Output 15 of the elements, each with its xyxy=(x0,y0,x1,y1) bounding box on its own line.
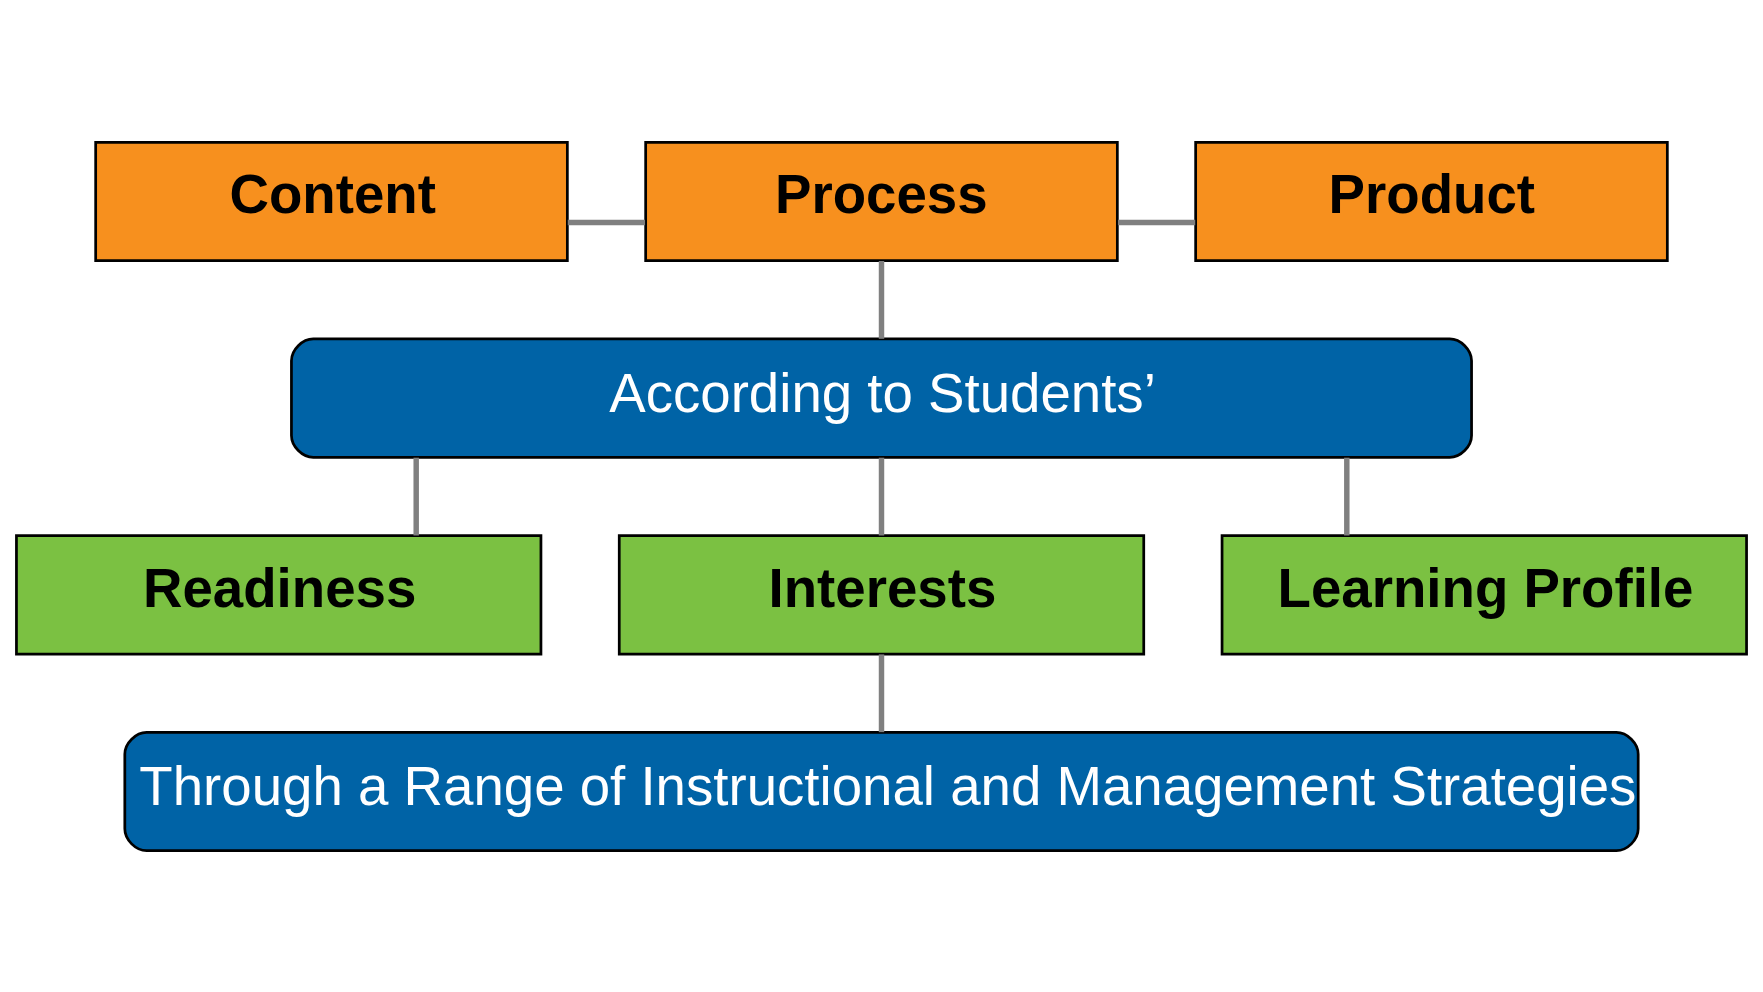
connector xyxy=(567,219,646,225)
connector xyxy=(1117,219,1196,225)
connector xyxy=(1344,457,1350,535)
node-box: Product xyxy=(1194,140,1669,262)
connector xyxy=(878,653,885,732)
node-box: Through a Range of Instructional and Management Strategies xyxy=(123,730,1640,852)
node-box: Interests xyxy=(617,533,1146,655)
connector xyxy=(878,260,885,339)
node-box: Learning Profile xyxy=(1220,533,1748,655)
connector xyxy=(878,457,885,535)
node-box: Content xyxy=(94,140,569,262)
node-box: According to Students’ xyxy=(290,337,1473,459)
node-box: Process xyxy=(644,140,1119,262)
connector xyxy=(413,457,419,535)
node-box: Readiness xyxy=(15,533,543,655)
